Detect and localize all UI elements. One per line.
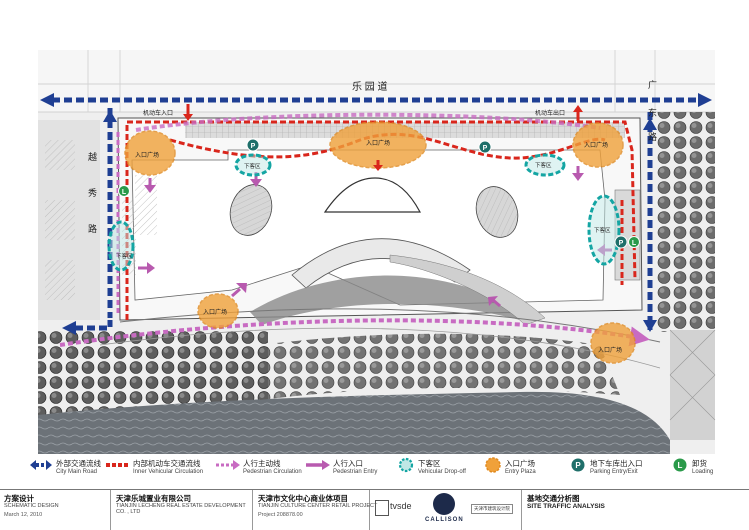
- project-name-en: TIANJIN CULTURE CENTER RETAIL PROJECT: [258, 503, 378, 509]
- project-cell: 天津市文化中心商业体项目 TIANJIN CULTURE CENTER RETA…: [254, 490, 377, 530]
- callison-logo-icon: [433, 493, 455, 515]
- parking-icon: [246, 138, 628, 249]
- tvsde-logo: tvsde: [390, 501, 412, 511]
- sheet-title: 基地交通分析图: [527, 494, 580, 503]
- legend-label: 人行主动线: [243, 459, 281, 468]
- parking-label: P: [619, 240, 624, 247]
- legend-sublabel: Inner Vehicular Circulation: [133, 469, 204, 475]
- parking-icon: P: [571, 458, 585, 472]
- phase-title: 方案设计: [4, 494, 34, 503]
- loading-icon-label: L: [678, 461, 683, 470]
- road-label-west-3: 路: [88, 223, 97, 234]
- legend-label: 卸货: [692, 459, 707, 468]
- legend-label: 下客区: [418, 459, 441, 468]
- pedestrian-main-line: [59, 318, 650, 347]
- project-number: Project 208878.00: [258, 512, 303, 518]
- loading-label: L: [122, 189, 127, 196]
- site-plan: P P P L L 乐 园 道 越 秀 路 广 东 路 入口广场 入口广场 入口…: [38, 50, 716, 454]
- legend-label: 内部机动车交通流线: [133, 459, 201, 468]
- parking-icon-label: P: [575, 461, 581, 470]
- road-label-east-3: 路: [648, 131, 657, 142]
- legend-label: 人行入口: [333, 459, 363, 468]
- sheet-title-cell: 基地交通分析图 SITE TRAFFIC ANALYSIS: [523, 490, 748, 530]
- phase-subtitle: SCHEMATIC DESIGN: [4, 503, 59, 509]
- lake: [38, 391, 670, 454]
- client-name: 天津乐城置业有限公司: [116, 494, 191, 503]
- entry-plaza-label: 入口广场: [135, 151, 159, 159]
- parking-label: P: [483, 145, 488, 152]
- drop-off-zones: [107, 153, 621, 272]
- road-label-west-1: 越: [88, 151, 97, 162]
- central-atrium: [323, 177, 421, 213]
- legend-sublabel: City Main Road: [56, 469, 98, 475]
- legend-sublabel: Loading: [692, 469, 714, 475]
- callison-logo: CALLISON: [425, 517, 464, 523]
- road-label-east-1: 广: [648, 79, 657, 90]
- parking-label: P: [251, 143, 256, 150]
- project-name: 天津市文化中心商业体项目: [258, 494, 348, 503]
- client-cell: 天津乐城置业有限公司 TIANJIN LECHENG REAL ESTATE D…: [112, 490, 253, 530]
- drop-off-label: 下客区: [594, 226, 611, 234]
- vehicle-entry-label: 机动车入口: [143, 109, 173, 117]
- drop-off-label: 下客区: [535, 161, 552, 169]
- tvsde-logo-icon: [375, 500, 389, 516]
- client-name-en: TIANJIN LECHENG REAL ESTATE DEVELOPMENT …: [116, 503, 246, 515]
- logos-cell: tvsde CALLISON 天津市建筑设计院: [371, 490, 522, 530]
- double-arrow-icon: [30, 460, 52, 470]
- issue-date: March 12, 2010: [4, 512, 43, 518]
- legend-label: 外部交通流线: [56, 459, 101, 468]
- legend-label: 入口广场: [505, 459, 535, 468]
- tree-grove-east: [655, 112, 715, 332]
- drop-off-label: 下客区: [244, 162, 261, 170]
- drop-off-label: 下客区: [116, 252, 133, 260]
- dashed-arrow-icon: [216, 460, 240, 470]
- phase-cell: 方案设计 SCHEMATIC DESIGN March 12, 2010: [0, 490, 111, 530]
- entry-plaza-label: 入口广场: [366, 139, 390, 147]
- road-label-west-2: 秀: [88, 187, 97, 198]
- entry-plaza-label: 入口广场: [584, 141, 608, 149]
- road-label-north: 乐 园 道: [352, 80, 388, 93]
- sheet-title-en: SITE TRAFFIC ANALYSIS: [527, 503, 605, 510]
- legend: 外部交通流线 City Main Road 内部机动车交通流线 Inner Ve…: [0, 455, 749, 489]
- entry-plaza-label: 入口广场: [203, 308, 227, 316]
- legend-sublabel: Pedestrian Circulation: [243, 469, 302, 475]
- plaza-circle-icon: [485, 457, 501, 473]
- title-block: 方案设计 SCHEMATIC DESIGN March 12, 2010 天津乐…: [0, 489, 749, 530]
- city-main-road-lines: [52, 97, 700, 330]
- legend-sublabel: Pedestrian Entry: [333, 469, 378, 475]
- dashed-circle-icon: [398, 457, 414, 473]
- legend-sublabel: Vehicular Drop-off: [418, 469, 466, 475]
- legend-sublabel: Entry Plaza: [505, 469, 536, 475]
- dashed-line-icon: [106, 463, 130, 467]
- arrow-icon: [306, 460, 330, 470]
- loading-icon: L: [673, 458, 687, 472]
- legend-sublabel: Parking Entry/Exit: [590, 469, 638, 475]
- loading-label: L: [632, 240, 637, 247]
- local-institute-logo: 天津市建筑设计院: [471, 504, 513, 514]
- legend-label: 地下车库出入口: [590, 459, 643, 468]
- entry-plazas: [124, 121, 636, 364]
- road-label-east-2: 东: [648, 107, 657, 118]
- entry-plaza-label: 入口广场: [598, 346, 622, 354]
- loading-icon: [118, 185, 640, 248]
- vehicle-exit-label: 机动车出口: [535, 109, 565, 117]
